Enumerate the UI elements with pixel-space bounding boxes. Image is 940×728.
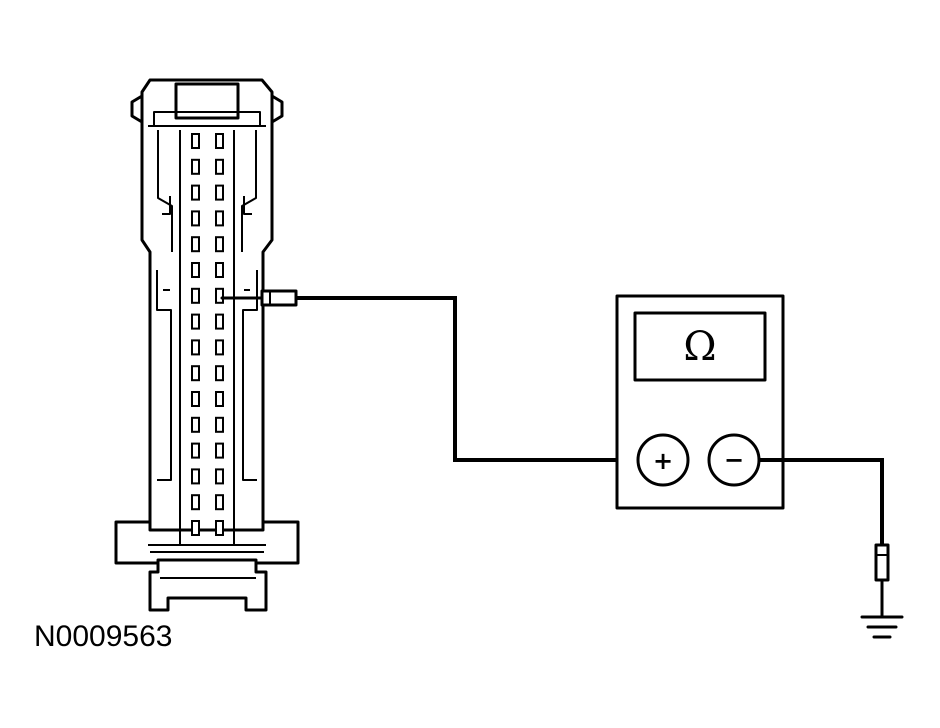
ohm-symbol: Ω: [683, 324, 716, 370]
connector-pin: [191, 210, 200, 227]
connector-pin: [191, 442, 200, 459]
connector-pin: [191, 339, 200, 356]
connector-pin: [191, 184, 200, 201]
ground-probe: [874, 543, 890, 618]
connector-pin: [215, 262, 224, 278]
connector-pin: [191, 416, 200, 433]
connector-pin: [191, 287, 200, 304]
meter-display: [633, 311, 767, 382]
connector-pin: [215, 184, 224, 201]
connector-pin: [215, 494, 224, 511]
connector-pin: [215, 391, 224, 407]
positive-terminal-sign: +: [653, 447, 673, 475]
ground-icon: [860, 615, 904, 639]
figure-reference-id: N0009563: [34, 620, 173, 653]
connector-pin: [191, 365, 200, 382]
connector-pins: [191, 133, 224, 536]
connector-pin: [191, 158, 200, 175]
connector-pin: [215, 442, 224, 459]
connector-latch: [130, 94, 144, 124]
connector-pin: [215, 133, 224, 149]
probed-pin: [215, 287, 224, 304]
connector-pin: [191, 494, 200, 511]
positive-lead-wire: [296, 296, 640, 462]
wiring-connector: [114, 78, 300, 612]
connector-pin: [215, 210, 224, 227]
connector-bottom-plug: [148, 558, 268, 612]
connector-pin: [215, 158, 224, 175]
connector-pin: [215, 520, 224, 536]
connector-pin: [215, 365, 224, 382]
connector-pin: [215, 468, 224, 485]
connector-pin: [215, 236, 224, 253]
negative-lead-wire: [759, 458, 884, 545]
connector-pin: [191, 133, 200, 149]
connector-pin: [191, 391, 200, 407]
connector-pin: [215, 313, 224, 330]
connector-body: [140, 78, 274, 532]
connector-pin: [215, 339, 224, 356]
positive-terminal: [636, 433, 690, 487]
negative-terminal-sign: −: [724, 446, 744, 474]
connector-top-tab: [174, 82, 240, 120]
connector-pin: [191, 236, 200, 253]
connector-pin: [215, 416, 224, 433]
connector-pin: [191, 262, 200, 278]
connector-pin: [191, 468, 200, 485]
ohmmeter: Ω + −: [615, 294, 785, 510]
connector-pin: [191, 313, 200, 330]
test-probe: [220, 289, 298, 307]
connector-pin: [191, 520, 200, 536]
